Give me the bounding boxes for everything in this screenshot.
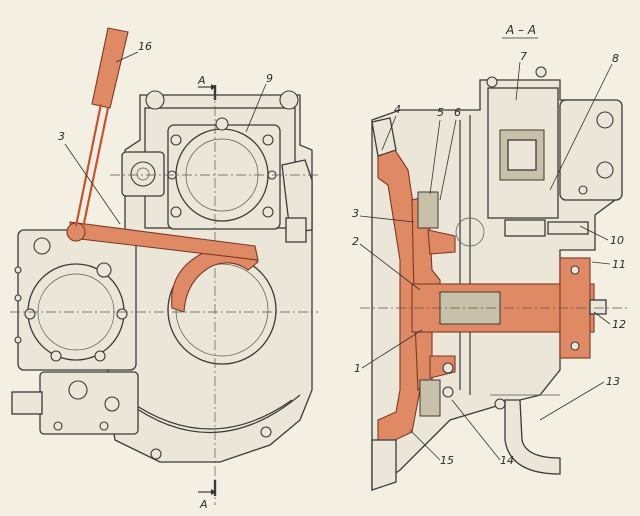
control-lever bbox=[91, 27, 129, 109]
left-view bbox=[10, 27, 318, 505]
bolt bbox=[260, 426, 272, 438]
callout-1: 1 bbox=[354, 362, 361, 375]
callout-10: 10 bbox=[610, 234, 624, 247]
bolt bbox=[33, 237, 51, 255]
bearing-race bbox=[507, 139, 537, 171]
callout-15: 15 bbox=[440, 454, 454, 467]
bolt bbox=[486, 76, 498, 88]
bolt bbox=[578, 185, 588, 195]
bearing-cage bbox=[499, 129, 545, 181]
shift-fork bbox=[171, 247, 259, 313]
friction-lining bbox=[417, 191, 439, 229]
bolt bbox=[494, 398, 506, 410]
callout-16: 16 bbox=[138, 40, 152, 53]
valve-plug bbox=[68, 380, 88, 400]
lifting-eye-right bbox=[279, 90, 299, 110]
callout-9: 9 bbox=[266, 72, 273, 85]
bolt bbox=[24, 308, 36, 320]
bolt bbox=[535, 66, 547, 78]
callout-3: 3 bbox=[352, 207, 359, 220]
section-title: А – А bbox=[505, 23, 536, 37]
lifting-eye-left bbox=[145, 90, 165, 110]
callout-4: 4 bbox=[394, 103, 401, 116]
valve-plug bbox=[104, 396, 120, 412]
callout-7: 7 bbox=[520, 50, 527, 63]
friction-lining bbox=[419, 379, 441, 417]
bolt bbox=[570, 265, 580, 275]
drain-pipe bbox=[504, 399, 561, 475]
bolt bbox=[99, 421, 109, 431]
housing-flange-top bbox=[371, 117, 397, 157]
seal-ring bbox=[547, 221, 589, 235]
gear-rim bbox=[504, 219, 546, 237]
callout-14: 14 bbox=[500, 454, 514, 467]
release-lever bbox=[427, 229, 456, 255]
cut-mark-top: А bbox=[197, 74, 206, 87]
labels: А – А А А 16 9 3 7 8 4 5 6 3 2 1 10 11 1… bbox=[58, 23, 626, 511]
bolt bbox=[50, 350, 62, 362]
callout-2: 2 bbox=[352, 235, 359, 248]
callout-8: 8 bbox=[612, 52, 619, 65]
bolt bbox=[53, 421, 63, 431]
bolt bbox=[170, 206, 182, 218]
callout-11: 11 bbox=[612, 258, 626, 271]
bolt bbox=[150, 448, 162, 460]
bolt bbox=[596, 111, 614, 129]
bolt bbox=[170, 134, 182, 146]
callout-3-left: 3 bbox=[58, 130, 65, 143]
bolt bbox=[262, 206, 274, 218]
bolt bbox=[116, 308, 128, 320]
housing-flange-bottom bbox=[371, 439, 397, 491]
callout-6: 6 bbox=[454, 106, 461, 119]
bolt bbox=[442, 362, 454, 374]
flange-nut bbox=[589, 299, 607, 315]
right-view bbox=[360, 66, 630, 492]
cut-mark-bottom: А bbox=[199, 498, 208, 511]
stud bbox=[14, 294, 22, 302]
stud bbox=[14, 266, 22, 274]
callout-12: 12 bbox=[612, 318, 626, 331]
bolt bbox=[570, 341, 580, 351]
breather-cap bbox=[130, 161, 156, 187]
bolt bbox=[596, 161, 614, 179]
callout-5: 5 bbox=[437, 106, 444, 119]
bolt bbox=[262, 134, 274, 146]
stud bbox=[14, 336, 22, 344]
bolt bbox=[94, 350, 106, 362]
bolt bbox=[442, 386, 454, 398]
side-plug bbox=[285, 217, 307, 243]
pipe-fitting bbox=[11, 391, 43, 415]
callout-13: 13 bbox=[606, 375, 620, 388]
bolt bbox=[215, 117, 229, 131]
bolt bbox=[96, 262, 112, 278]
